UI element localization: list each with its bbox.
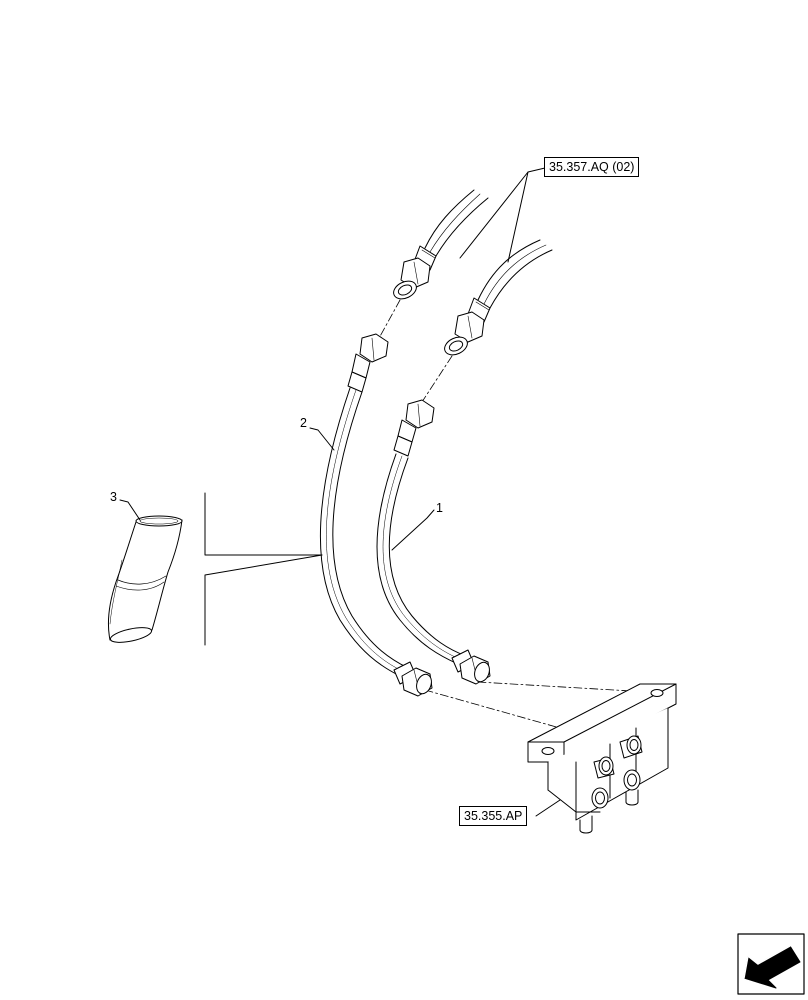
valve-port <box>591 787 609 809</box>
hose-item-1 <box>376 399 491 685</box>
callout-leader-2 <box>309 427 335 451</box>
upper-hose-right <box>444 239 553 356</box>
reference-leader-upper <box>459 167 546 263</box>
valve-block <box>527 683 677 834</box>
callout-leader-1 <box>391 509 435 551</box>
callout-label-2: 2 <box>300 416 307 430</box>
hose-item-2 <box>319 333 433 697</box>
valve-port <box>623 769 641 791</box>
callout-leader-3 <box>119 499 141 521</box>
connection-centerlines <box>377 299 649 729</box>
valve-port <box>619 735 643 759</box>
reference-label-upper[interactable]: 35.357.AQ (02) <box>544 157 640 177</box>
sleeve-item-3 <box>107 515 183 643</box>
reference-label-lower[interactable]: 35.355.AP <box>459 806 528 826</box>
reference-leader-lower <box>535 799 561 817</box>
arrow-navigation-icon[interactable] <box>737 933 805 995</box>
upper-hose-left <box>393 189 489 300</box>
callout-label-1: 1 <box>436 501 443 515</box>
valve-port <box>593 756 615 779</box>
sleeve-bracket <box>204 492 323 646</box>
callout-label-3: 3 <box>110 490 117 504</box>
